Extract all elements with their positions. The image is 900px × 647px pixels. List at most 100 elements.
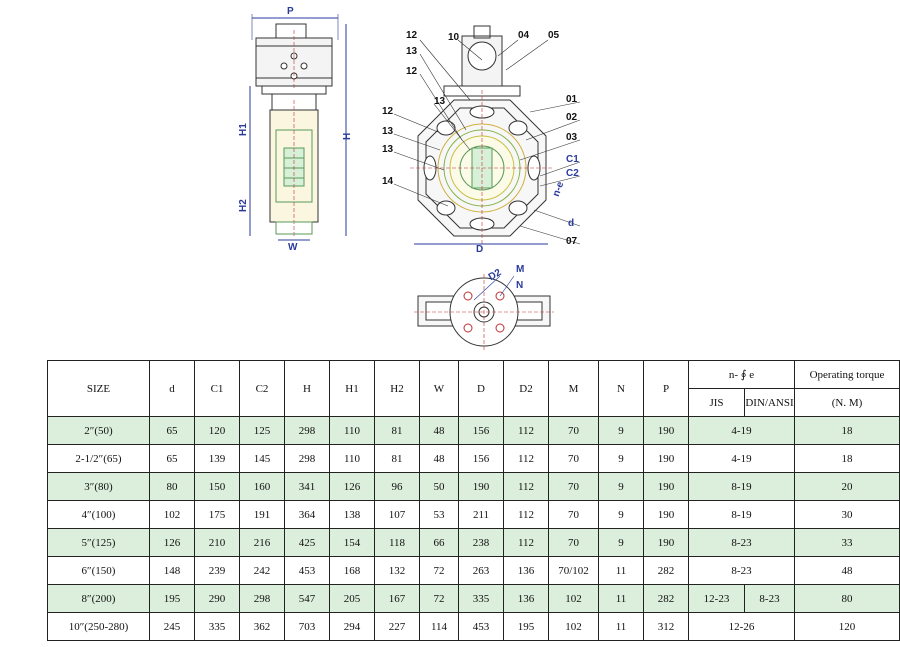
cell-d: 156 — [458, 444, 504, 473]
cell-h: 298 — [284, 416, 330, 445]
callout-04: 04 — [518, 30, 530, 41]
callout-12c: 12 — [382, 106, 394, 117]
cell-c2: 145 — [239, 444, 285, 473]
cell-d: 335 — [458, 584, 504, 613]
cell-c1: 290 — [194, 584, 240, 613]
cell-m: 70 — [548, 528, 599, 557]
dim-label-p: P — [287, 6, 294, 17]
dim-label-m: M — [516, 264, 524, 275]
cell-h: 341 — [284, 472, 330, 501]
header-din-ansi: DIN/ANSI — [744, 388, 795, 417]
cell-c2: 242 — [239, 556, 285, 585]
cell-h1: 294 — [329, 612, 375, 641]
cell-d: 211 — [458, 500, 504, 529]
cell-c2: 191 — [239, 500, 285, 529]
cell-size: 2″(50) — [47, 416, 150, 445]
cell-d: 263 — [458, 556, 504, 585]
cell-w: 50 — [419, 472, 459, 501]
header-n: N — [598, 360, 644, 417]
cell-m: 70/102 — [548, 556, 599, 585]
cell-p: 190 — [643, 528, 689, 557]
cell-c1: 175 — [194, 500, 240, 529]
dim-label-d: D — [476, 244, 483, 255]
cell-n: 9 — [598, 528, 644, 557]
cell-h2: 96 — [374, 472, 420, 501]
cell-h: 453 — [284, 556, 330, 585]
cell-p: 190 — [643, 444, 689, 473]
cell-d2: 112 — [503, 472, 549, 501]
cell-size: 2-1/2″(65) — [47, 444, 150, 473]
cell-n-phi-e: 8-19 — [688, 472, 795, 501]
cell-h2: 118 — [374, 528, 420, 557]
cell-c2: 160 — [239, 472, 285, 501]
cell-jis: 12-23 — [688, 584, 745, 613]
cell-m: 70 — [548, 416, 599, 445]
callout-c1: C1 — [566, 154, 579, 165]
cell-d: 126 — [149, 528, 195, 557]
header-torque: Operating torque — [794, 360, 900, 389]
top-flange-view — [414, 274, 554, 350]
cell-size: 10″(250-280) — [47, 612, 150, 641]
cell-d: 453 — [458, 612, 504, 641]
callout-13d: 13 — [382, 144, 394, 155]
cell-m: 70 — [548, 444, 599, 473]
cell-d: 102 — [149, 500, 195, 529]
cell-p: 190 — [643, 416, 689, 445]
dim-label-w: W — [288, 242, 298, 253]
cell-size: 6″(150) — [47, 556, 150, 585]
cell-d: 245 — [149, 612, 195, 641]
header-size: SIZE — [47, 360, 150, 417]
cell-h1: 205 — [329, 584, 375, 613]
cell-torque: 30 — [794, 500, 900, 529]
cell-c2: 125 — [239, 416, 285, 445]
cell-n-phi-e: 4-19 — [688, 444, 795, 473]
cell-d2: 195 — [503, 612, 549, 641]
cell-d: 238 — [458, 528, 504, 557]
cell-m: 70 — [548, 500, 599, 529]
cell-torque: 20 — [794, 472, 900, 501]
header-outer-d: D — [458, 360, 504, 417]
cell-d: 80 — [149, 472, 195, 501]
cell-w: 72 — [419, 584, 459, 613]
cell-h1: 154 — [329, 528, 375, 557]
cell-n: 9 — [598, 500, 644, 529]
cell-c1: 120 — [194, 416, 240, 445]
cell-d: 65 — [149, 416, 195, 445]
cell-torque: 18 — [794, 444, 900, 473]
cell-h2: 81 — [374, 416, 420, 445]
cell-c1: 150 — [194, 472, 240, 501]
cell-w: 72 — [419, 556, 459, 585]
header-h: H — [284, 360, 330, 417]
cell-n: 9 — [598, 472, 644, 501]
cell-h: 364 — [284, 500, 330, 529]
cell-n: 11 — [598, 612, 644, 641]
dim-label-n: N — [516, 280, 523, 291]
cell-m: 102 — [548, 612, 599, 641]
cell-d: 65 — [149, 444, 195, 473]
cell-n-phi-e: 8-23 — [688, 528, 795, 557]
cell-p: 190 — [643, 500, 689, 529]
cell-n: 11 — [598, 556, 644, 585]
cell-n-phi-e: 8-23 — [688, 556, 795, 585]
cell-w: 48 — [419, 444, 459, 473]
callout-12a: 12 — [406, 30, 418, 41]
header-n-phi-e: n- ∮ e — [688, 360, 795, 389]
callout-02: 02 — [566, 112, 578, 123]
cell-h1: 168 — [329, 556, 375, 585]
cell-w: 66 — [419, 528, 459, 557]
cell-torque: 33 — [794, 528, 900, 557]
dim-label-h: H — [342, 133, 353, 140]
callout-13b: 13 — [434, 96, 446, 107]
spec-table: SIZE d C1 C2 H H1 H2 W D D2 M N P n- ∮ e… — [47, 360, 900, 641]
cell-h: 425 — [284, 528, 330, 557]
cell-d: 195 — [149, 584, 195, 613]
header-w: W — [419, 360, 459, 417]
cell-c1: 239 — [194, 556, 240, 585]
cell-p: 312 — [643, 612, 689, 641]
